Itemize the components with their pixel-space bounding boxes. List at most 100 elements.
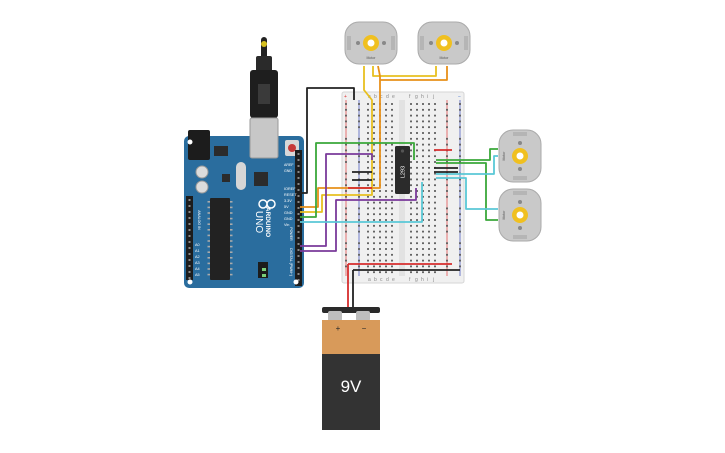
wire-cyan-arduino[interactable]	[300, 182, 423, 223]
wire-cyan-motor-upper[interactable]	[436, 155, 498, 175]
breadboard-hole	[345, 224, 347, 227]
breadboard-hole	[422, 161, 424, 163]
header-pin	[297, 165, 300, 167]
breadboard-hole	[373, 207, 375, 210]
breadboard-hole	[446, 120, 448, 123]
breadboard-hole	[434, 108, 436, 111]
breadboard-hole	[416, 213, 418, 216]
breadboard-hole	[422, 114, 424, 117]
breadboard-hole	[345, 259, 347, 262]
breadboard-hole	[373, 126, 375, 129]
power-jack	[188, 130, 210, 160]
breadboard-hole	[373, 271, 375, 274]
motor-top-left[interactable]: Motor	[344, 21, 398, 65]
col-letter: a	[368, 277, 371, 283]
breadboard-hole	[385, 236, 387, 239]
breadboard-hole	[434, 137, 436, 140]
breadboard-hole	[446, 143, 448, 146]
rail-minus-label: −	[458, 94, 461, 100]
breadboard-hole	[428, 195, 430, 198]
breadboard-hole	[434, 132, 436, 134]
header-pin	[297, 225, 300, 227]
breadboard-hole	[358, 248, 360, 250]
breadboard-hole	[373, 265, 375, 268]
breadboard-hole	[416, 108, 418, 111]
breadboard-hole	[385, 219, 387, 221]
breadboard-hole	[345, 155, 347, 158]
breadboard-hole	[345, 195, 347, 198]
breadboard-hole	[379, 236, 381, 239]
breadboard-hole	[428, 143, 430, 146]
header-pin	[297, 201, 300, 203]
wire-orange-motors[interactable]	[380, 66, 448, 81]
breadboard-hole	[367, 253, 369, 256]
chip-pin	[207, 212, 210, 214]
breadboard-hole	[422, 178, 424, 181]
breadboard-hole	[422, 137, 424, 140]
breadboard-hole	[410, 137, 412, 140]
breadboard-hole	[385, 155, 387, 158]
arduino-logo-text: ARDUINO	[264, 207, 271, 237]
wire-yellow-motors[interactable]	[372, 66, 437, 77]
breadboard-hole	[416, 195, 418, 198]
breadboard-hole	[410, 201, 412, 204]
header-pin	[188, 199, 191, 201]
header-pin	[188, 265, 191, 267]
breadboard-hole	[373, 114, 375, 117]
wire-purple-lower[interactable]	[300, 188, 417, 252]
breadboard-hole	[434, 161, 436, 163]
wire-green-motor-upper[interactable]	[436, 148, 498, 161]
breadboard-hole	[416, 137, 418, 140]
breadboard-hole	[459, 248, 461, 250]
breadboard-hole	[373, 161, 375, 163]
breadboard-hole	[446, 224, 448, 227]
wire-yellow-arduino[interactable]	[300, 66, 373, 213]
breadboard-hole	[422, 149, 424, 152]
breadboard-hole	[410, 108, 412, 111]
breadboard-hole	[422, 242, 424, 245]
wire-green-arduino[interactable]	[300, 142, 415, 218]
breadboard-hole	[410, 230, 412, 233]
arduino-uno[interactable]: ARDUINO UNO IOREF RESET 3.3V 5V GND GND …	[184, 37, 304, 288]
capacitor	[195, 180, 209, 194]
pin-label: A3	[195, 261, 200, 265]
breadboard-hole	[434, 224, 436, 227]
breadboard-hole	[385, 265, 387, 268]
header-pin	[188, 271, 191, 273]
header-pin	[188, 223, 191, 225]
breadboard-hole	[410, 259, 412, 262]
breadboard-hole	[416, 184, 418, 187]
chip-pin	[207, 201, 210, 203]
breadboard-hole	[391, 219, 393, 221]
breadboard-hole	[446, 184, 448, 187]
breadboard-hole	[367, 213, 369, 216]
breadboard-hole	[428, 126, 430, 129]
col-letter: f	[409, 277, 411, 283]
wire-cyan-motor[interactable]	[436, 177, 498, 210]
chip-pin	[207, 234, 210, 237]
breadboard-hole	[416, 143, 418, 146]
breadboard-hole	[410, 242, 412, 245]
battery-9v[interactable]: + − 9V	[322, 307, 380, 430]
wire-gnd[interactable]	[300, 87, 355, 194]
breadboard-hole	[367, 201, 369, 204]
header-pin	[188, 259, 191, 261]
breadboard-hole	[428, 253, 430, 256]
breadboard-hole	[422, 155, 424, 158]
motor-top-right[interactable]: Motor	[417, 21, 471, 65]
breadboard-hole	[434, 248, 436, 250]
col-letter: c	[380, 94, 383, 100]
wire-green-motor-lower[interactable]	[436, 162, 498, 221]
motor-right-upper[interactable]: Motor	[498, 129, 542, 183]
motor-label: Motor	[502, 151, 506, 161]
breadboard-hole	[345, 213, 347, 216]
wire-purple-upper[interactable]	[300, 153, 373, 247]
breadboard-hole	[428, 132, 430, 134]
breadboard-hole	[410, 172, 412, 175]
breadboard-hole	[416, 271, 418, 274]
breadboard-hole	[385, 195, 387, 198]
breadboard-hole	[367, 114, 369, 117]
breadboard-hole	[459, 137, 461, 140]
breadboard-hole	[358, 253, 360, 256]
motor-right-lower[interactable]: Motor	[498, 188, 542, 242]
